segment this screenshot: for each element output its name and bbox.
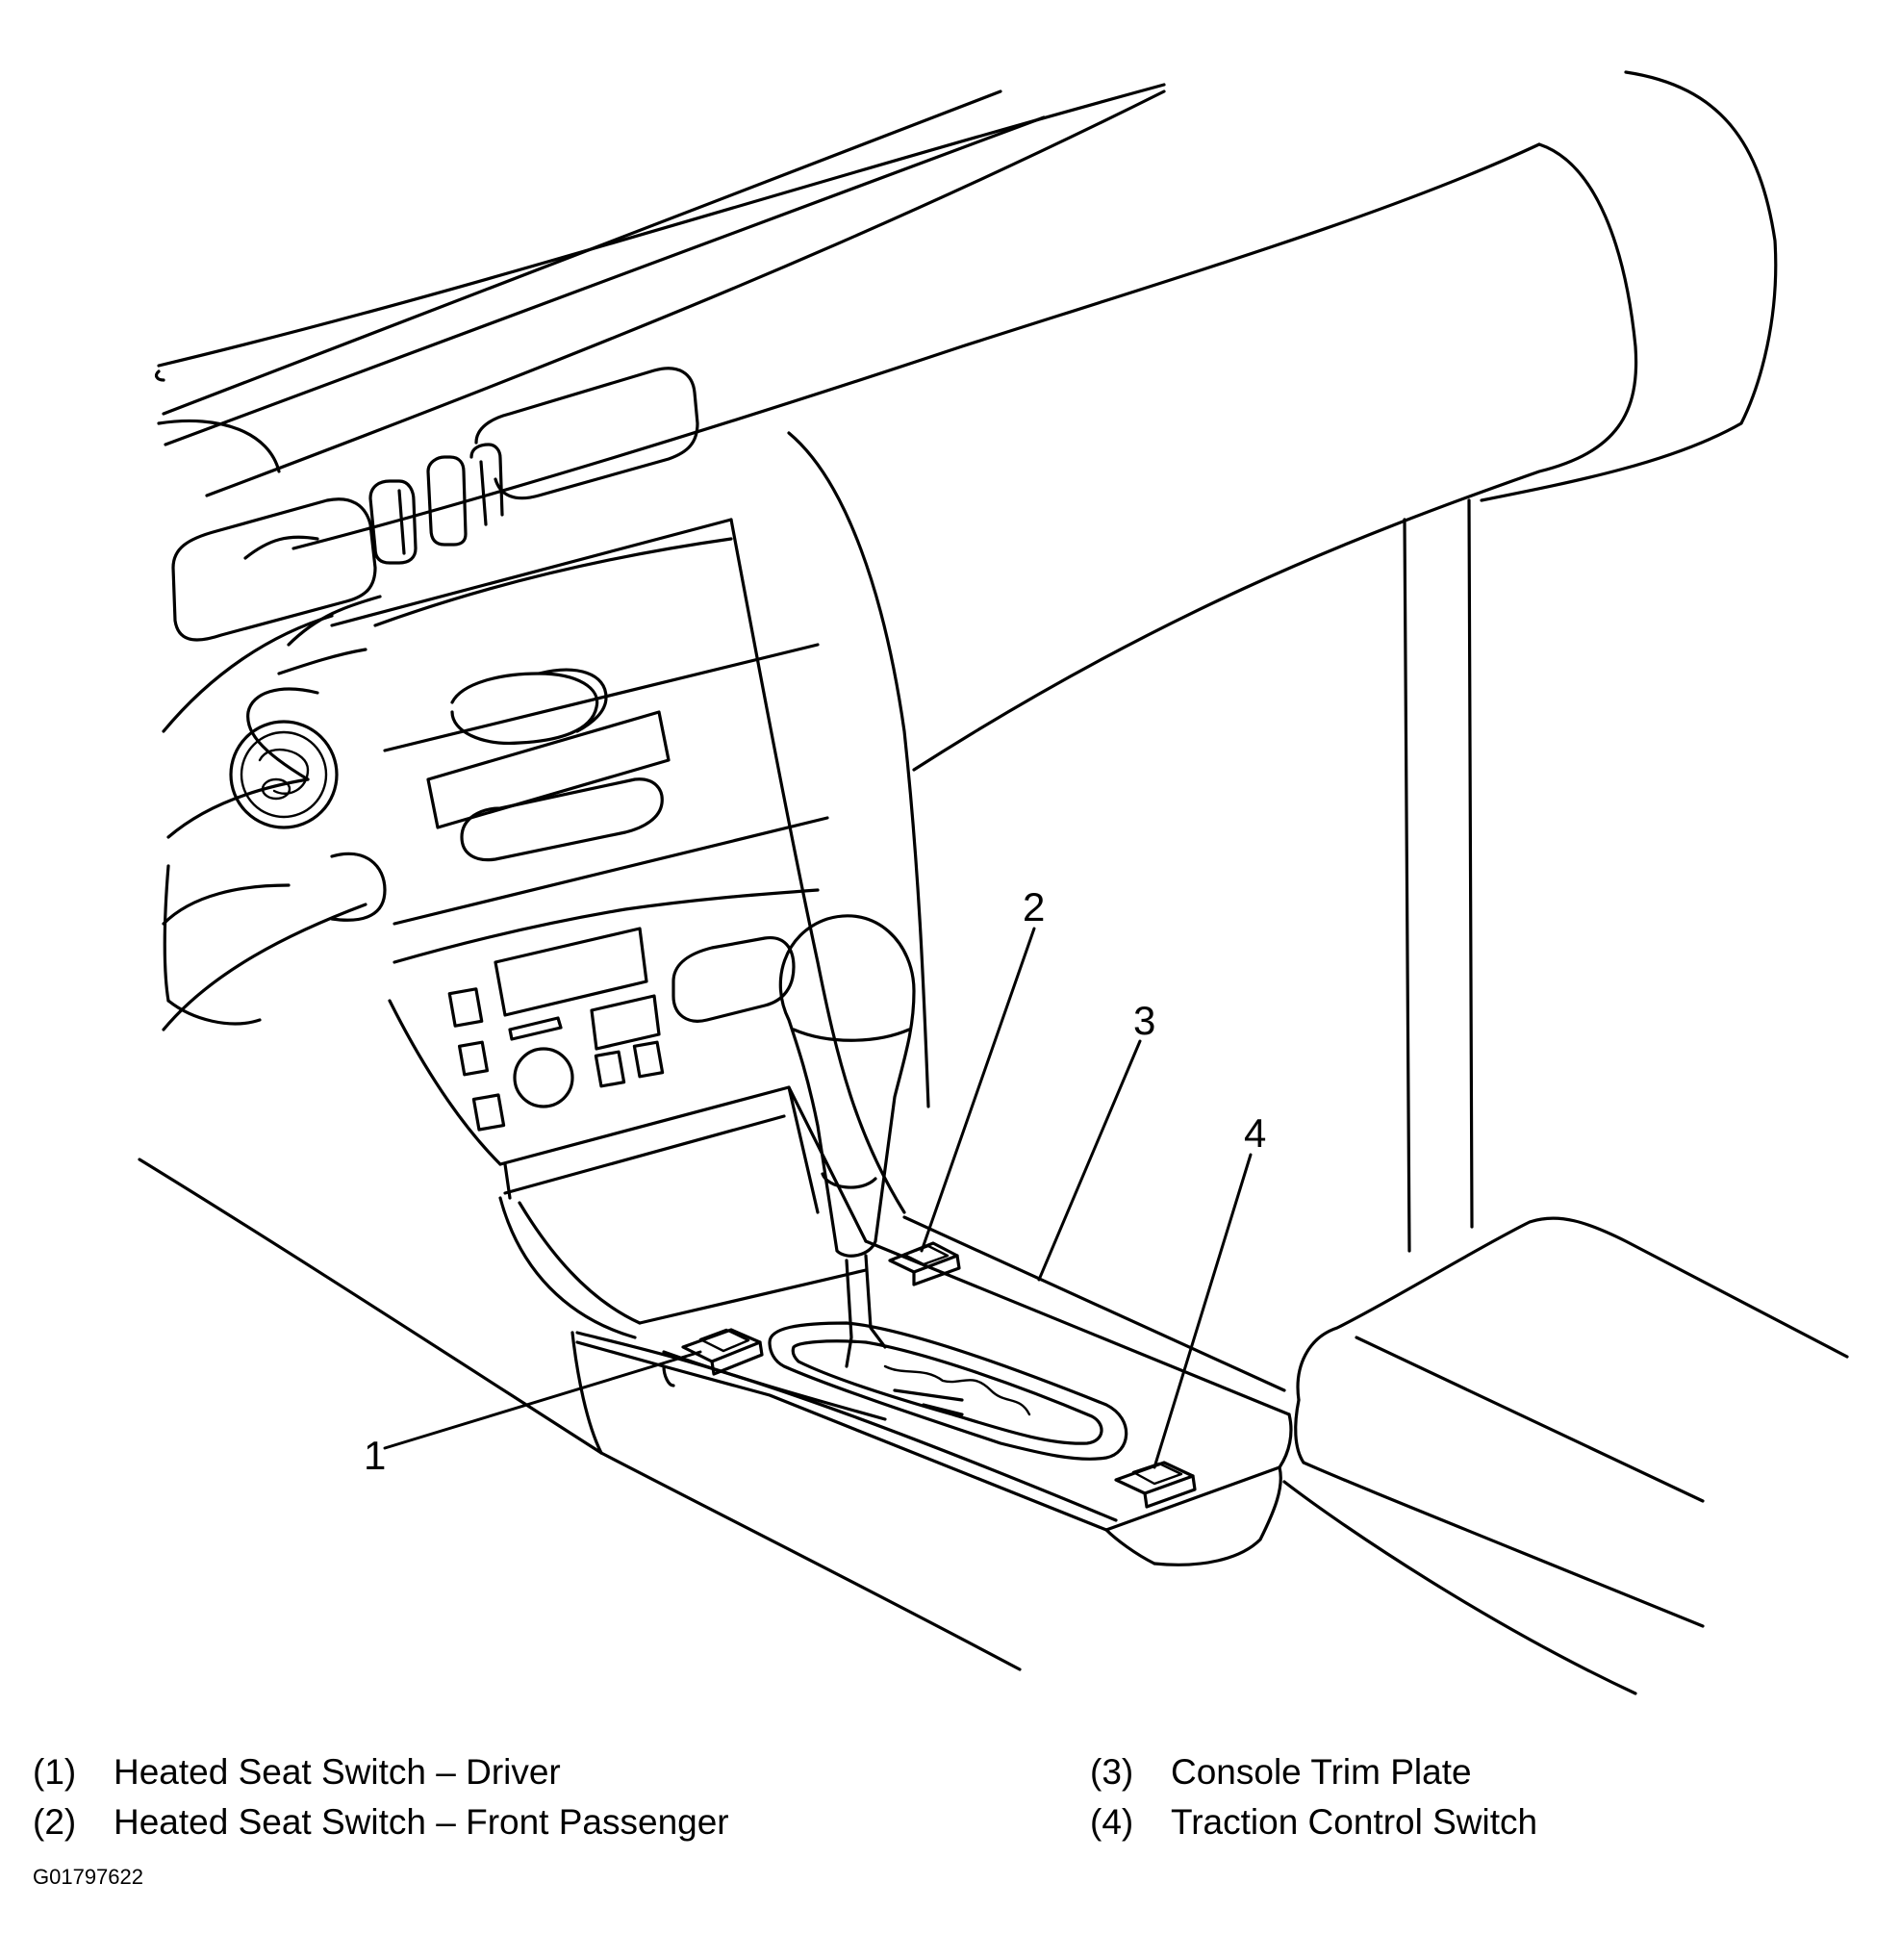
- dashboard-panel: [243, 70, 1778, 1108]
- switch-2-shape: [888, 1241, 961, 1286]
- callout-4: 4: [1244, 1110, 1266, 1156]
- legend-item-4: (4) Traction Control Switch: [1090, 1797, 1537, 1847]
- center-stack: [330, 518, 906, 1214]
- callout-3: 3: [1133, 998, 1155, 1043]
- legend-number: (2): [33, 1802, 77, 1842]
- steering-area: [157, 419, 387, 1031]
- legend-right-column: (3) Console Trim Plate (4) Traction Cont…: [1090, 1747, 1537, 1847]
- legend-number: (1): [33, 1752, 77, 1792]
- armrest: [1282, 1216, 1849, 1695]
- legend-item-1: (1) Heated Seat Switch – Driver: [33, 1747, 729, 1797]
- shifter-gate: [768, 1321, 1128, 1461]
- dash-top-lines: [154, 83, 1166, 497]
- legend-item-3: (3) Console Trim Plate: [1090, 1747, 1537, 1797]
- door-pillar: [1403, 498, 1474, 1253]
- callout-2: 2: [1023, 884, 1045, 929]
- switch-1-shape: [681, 1328, 764, 1376]
- legend-number: (3): [1090, 1752, 1134, 1792]
- storage-bin: [498, 1085, 868, 1339]
- hvac-controls: [388, 888, 820, 1166]
- legend-label: Traction Control Switch: [1171, 1802, 1538, 1842]
- floor-lines: [138, 1158, 1022, 1671]
- legend-item-2: (2) Heated Seat Switch – Front Passenger: [33, 1797, 729, 1847]
- legend-label: Heated Seat Switch – Front Passenger: [114, 1802, 729, 1842]
- legend-left-column: (1) Heated Seat Switch – Driver (2) Heat…: [33, 1747, 729, 1847]
- figure-id: G01797622: [33, 1865, 143, 1889]
- console-body: [570, 1215, 1293, 1566]
- upper-vents: [171, 367, 699, 642]
- legend-label: Console Trim Plate: [1171, 1752, 1472, 1792]
- console-illustration: 1 2 3 4: [138, 70, 1849, 1695]
- legend-number: (4): [1090, 1802, 1134, 1842]
- legend-label: Heated Seat Switch – Driver: [114, 1752, 561, 1792]
- callout-1: 1: [364, 1433, 386, 1478]
- leader-lines: [383, 927, 1253, 1469]
- switch-4-shape: [1114, 1461, 1197, 1509]
